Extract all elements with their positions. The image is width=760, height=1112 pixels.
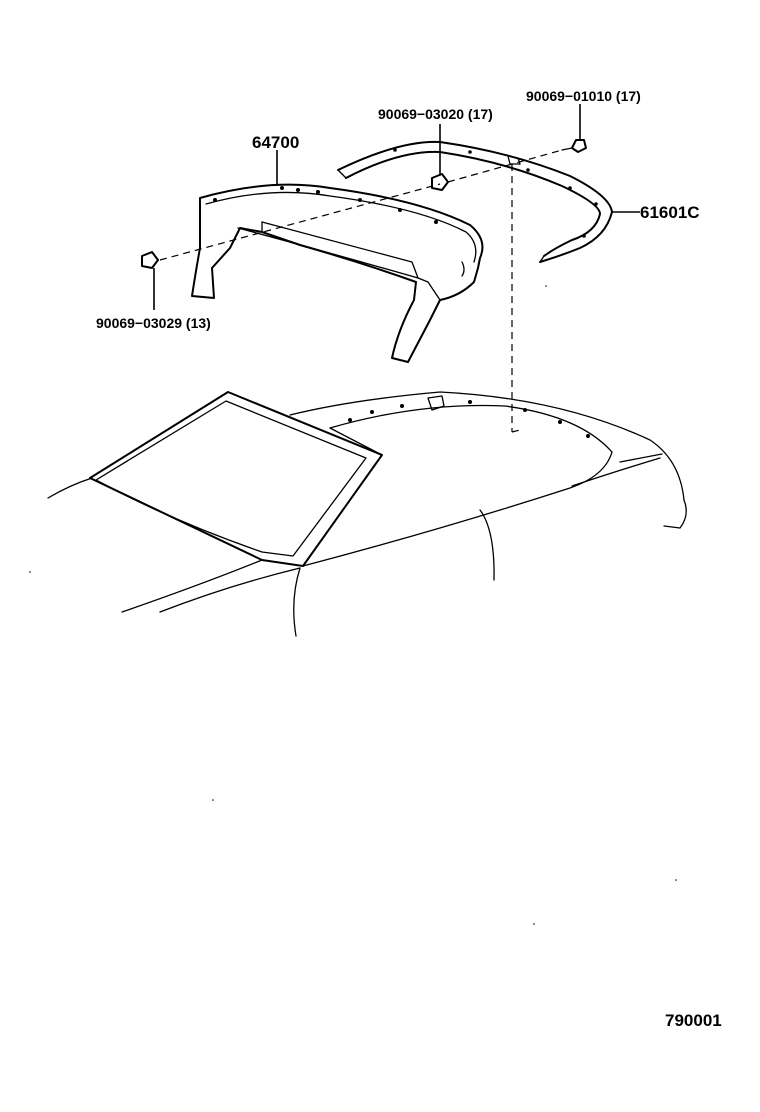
part-64700-drawing (191, 183, 484, 363)
scan-specks (29, 285, 677, 925)
assembly-lines (159, 149, 563, 433)
label-64700: 64700 (252, 133, 299, 152)
nut-icon-left (141, 251, 159, 269)
label-90069-03029: 90069−03029 (13) (96, 315, 211, 331)
part-61601c-drawing (337, 140, 613, 263)
car-body-outline (47, 391, 687, 637)
label-90069-01010: 90069−01010 (17) (526, 88, 641, 104)
label-61601c: 61601C (640, 203, 700, 222)
leader-lines (153, 104, 640, 310)
figure-number: 790001 (665, 1011, 722, 1030)
label-90069-03020: 90069−03020 (17) (378, 106, 493, 122)
nut-icon-upper (431, 173, 449, 191)
bolt-icon (561, 139, 587, 153)
